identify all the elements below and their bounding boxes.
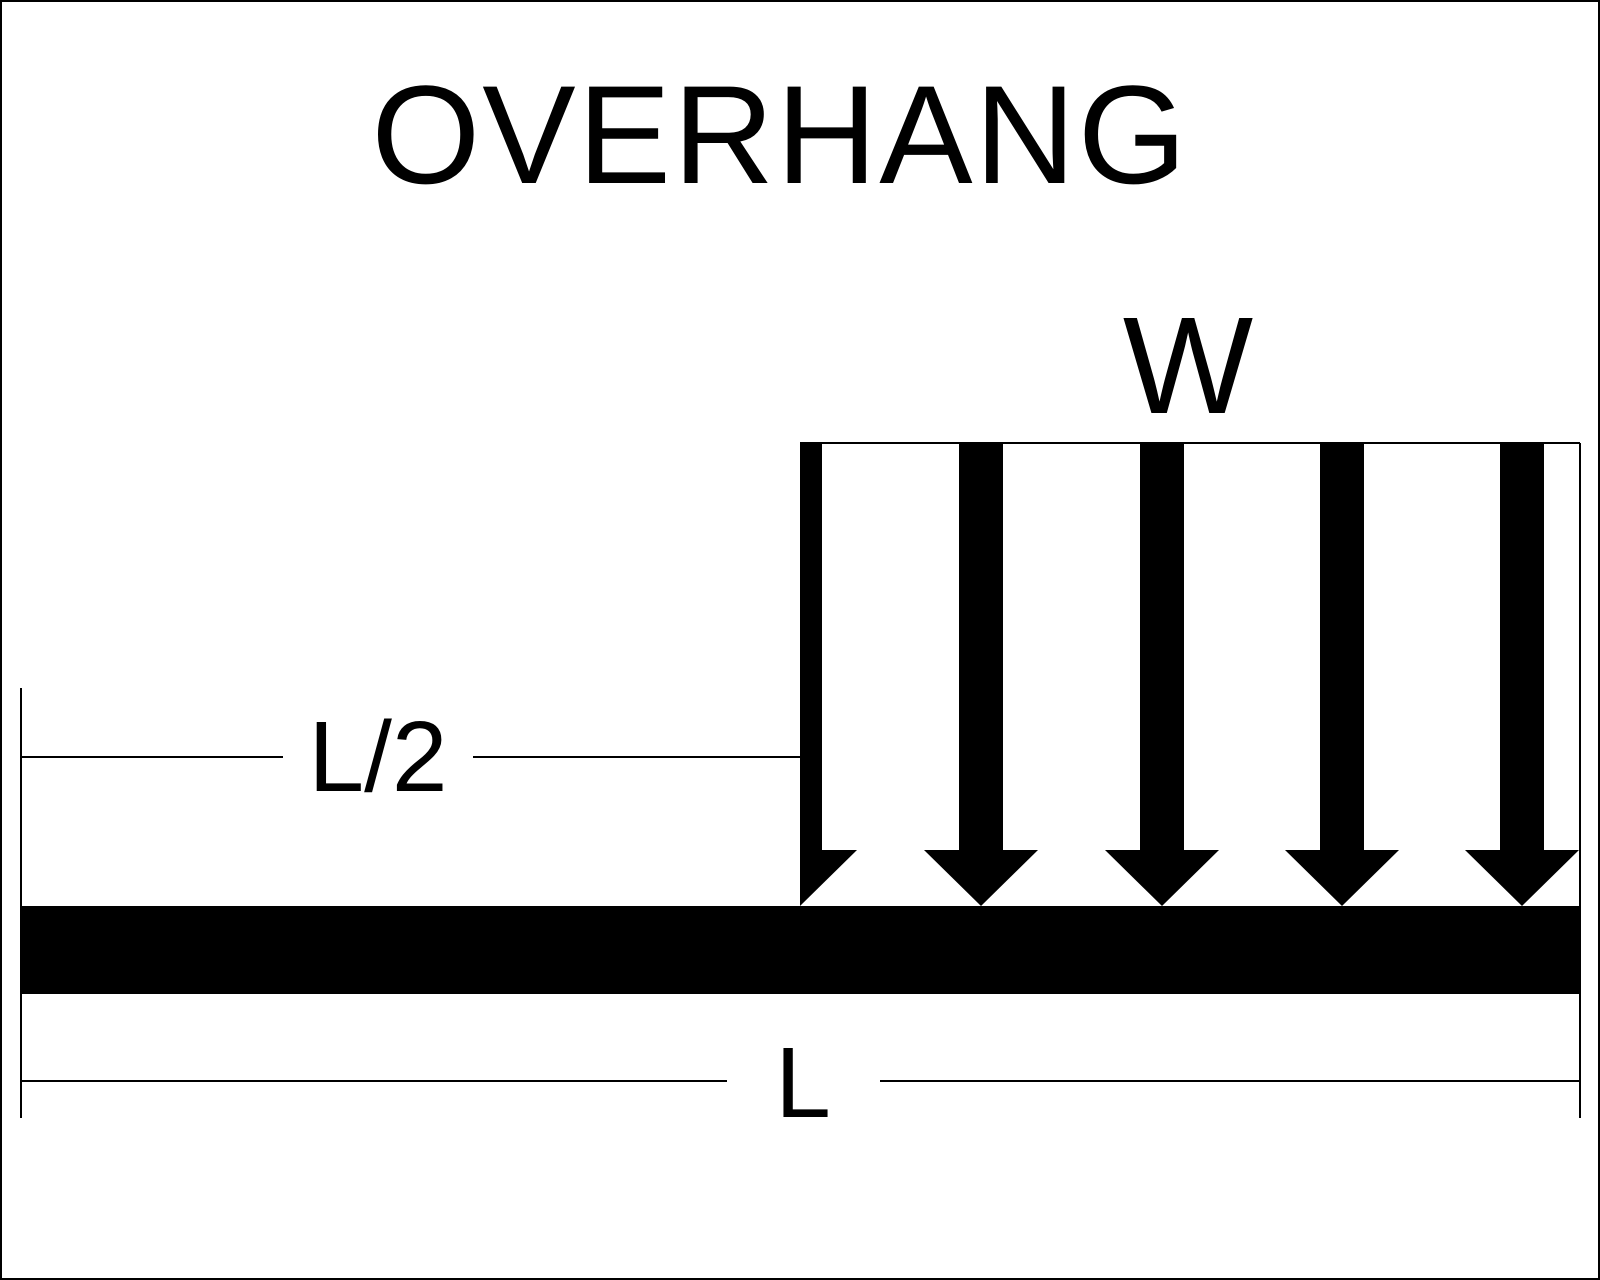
dimension-full-span: L [21, 1027, 1580, 1139]
dimension-half-span: L/2 [21, 701, 800, 813]
load-label: W [1123, 289, 1253, 443]
diagram-title: OVERHANG [371, 56, 1188, 213]
load-arrow-4 [1285, 443, 1399, 906]
beam [21, 906, 1580, 994]
load-arrow-5 [1465, 443, 1579, 906]
load-arrow-3 [1105, 443, 1219, 906]
load-arrows [800, 443, 1579, 906]
load-arrow-2 [924, 443, 1038, 906]
load-arrow-1 [800, 443, 857, 906]
half-span-label: L/2 [308, 701, 447, 813]
full-span-label: L [775, 1027, 831, 1139]
